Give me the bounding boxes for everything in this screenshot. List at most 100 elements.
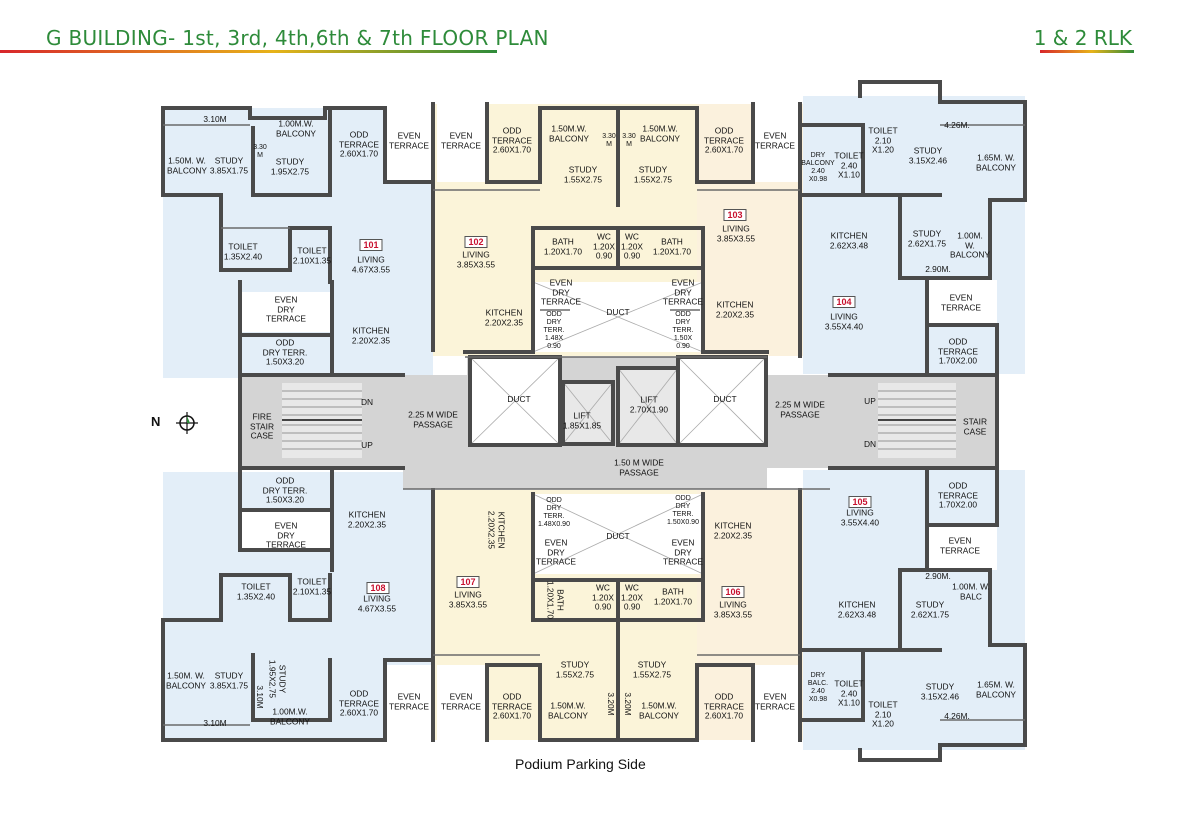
room-label: ODD DRY TERR. 1.50X0.90 (667, 495, 699, 526)
room-label: WC 1.20X 0.90 (593, 231, 615, 261)
room-label: LIVING 3.85X3.55 (713, 599, 753, 619)
room-label: STUDY 3.15X2.46 (920, 681, 960, 701)
room-label: WC 1.20X 0.90 (592, 582, 614, 612)
room-label: EVEN DRY TERRACE (662, 537, 704, 567)
room-label: ODD TERRACE 1.70X2.00 (937, 336, 979, 366)
room-label: KITCHEN 2.20X2.35 (715, 299, 755, 319)
room-label: BATH 1.20X1.70 (546, 580, 566, 620)
unit-number: 106 (721, 586, 745, 598)
room-label: EVEN DRY TERRACE (662, 277, 704, 307)
room-label: TOILET 2.10X1.35 (292, 576, 332, 596)
room-label: ODD DRY TERR. 1.50X 0.90 (672, 311, 694, 350)
thin-walls (163, 124, 1025, 726)
room-label: DUCT (507, 394, 531, 405)
room-label: EVEN DRY TERRACE (535, 537, 577, 567)
room-label: 3.10M (203, 718, 227, 729)
stair-treads (282, 390, 956, 450)
room-label: FIRE STAIR CASE (249, 411, 275, 441)
room-label: DUCT (606, 307, 630, 318)
room-label: KITCHEN 2.20X2.35 (713, 520, 753, 540)
room-label: STUDY 1.55X2.75 (632, 659, 672, 679)
room-label: 1.65M. W. BALCONY (975, 679, 1017, 699)
room-label: EVEN TERRACE (440, 691, 482, 711)
room-label: DN (863, 439, 877, 450)
room-label: TOILET 2.10 X1.20 (868, 125, 898, 155)
unit-number: 108 (366, 582, 390, 594)
unit-number: 107 (456, 576, 480, 588)
room-label: STUDY 3.15X2.46 (908, 145, 948, 165)
room-label: EVEN TERRACE (939, 535, 981, 555)
room-label: 3.30 M (602, 133, 616, 148)
room-label: STUDY 1.55X2.75 (563, 164, 603, 184)
room-label: EVEN TERRACE (754, 691, 796, 711)
room-label: ODD DRY TERR. 1.48X 0.90 (543, 311, 565, 350)
north-label: N (151, 414, 161, 429)
room-label: ODD TERRACE 2.60X1.70 (703, 691, 745, 721)
room-label: DN (360, 397, 374, 408)
room-label: STAIR CASE (962, 416, 988, 436)
compass-icon (176, 412, 198, 434)
duct-crosses (469, 281, 767, 575)
room-label: LIVING 3.85X3.55 (716, 223, 756, 243)
room-label: 1.50M.W. BALCONY (639, 123, 681, 143)
room-label: 1.00M. W. BALCONY (949, 230, 991, 260)
room-label: LIFT 2.70X1.90 (629, 394, 669, 414)
room-label: ODD TERRACE 2.60X1.70 (338, 129, 380, 159)
room-label: 3.20M (622, 692, 633, 716)
room-label: 1.50 M WIDE PASSAGE (614, 457, 664, 477)
room-label: LIVING 4.67X3.55 (351, 254, 391, 274)
room-label: EVEN TERRACE (754, 130, 796, 150)
room-label: STUDY 2.62X1.75 (907, 228, 947, 248)
room-label: 2.25 M WIDE PASSAGE (775, 399, 825, 419)
room-label: 3.30 M (253, 144, 267, 159)
unit-number: 101 (359, 239, 383, 251)
room-label: KITCHEN 2.62X3.48 (829, 230, 869, 250)
footer-caption: Podium Parking Side (515, 756, 646, 772)
walls (161, 80, 1027, 762)
room-label: KITCHEN 2.20X2.35 (487, 510, 507, 550)
room-label: DUCT (606, 531, 630, 542)
room-label: BATH 1.20X1.70 (543, 236, 583, 256)
unit-number: 103 (723, 209, 747, 221)
room-label: TOILET 2.40 X1.10 (834, 150, 864, 180)
room-label: STUDY 2.62X1.75 (910, 599, 950, 619)
room-label: KITCHEN 2.62X3.48 (837, 599, 877, 619)
room-label: EVEN TERRACE (388, 691, 430, 711)
room-label: ODD DRY TERR. 1.48X0.90 (538, 497, 570, 528)
room-label: TOILET 2.10X1.35 (292, 245, 332, 265)
room-label: EVEN TERRACE (940, 292, 982, 312)
config-underline (1040, 50, 1134, 53)
room-label: EVEN DRY TERRACE (540, 277, 582, 307)
room-label: STUDY 3.85X1.75 (209, 155, 249, 175)
room-label: 1.50M. W. BALCONY (166, 155, 208, 175)
room-label: ODD TERRACE 2.60X1.70 (338, 688, 380, 718)
room-label: 1.50M. W. BALCONY (165, 670, 207, 690)
room-label: KITCHEN 2.20X2.35 (347, 509, 387, 529)
room-label: 3.30 M (622, 133, 636, 148)
room-label: LIVING 3.55X4.40 (840, 507, 880, 527)
room-label: DUCT (713, 394, 737, 405)
room-label: ODD TERRACE 2.60X1.70 (703, 125, 745, 155)
room-label: LIVING 3.55X4.40 (824, 311, 864, 331)
room-label: BATH 1.20X1.70 (652, 236, 692, 256)
room-label: ODD DRY TERR. 1.50X3.20 (262, 337, 308, 367)
room-label: 4.26M. (944, 120, 970, 131)
unit-number: 105 (848, 496, 872, 508)
room-label: 1.00M.W. BALCONY (275, 118, 317, 138)
room-label: TOILET 2.40 X1.10 (834, 678, 864, 708)
room-label: LIVING 3.85X3.55 (456, 249, 496, 269)
room-label: TOILET 2.10 X1.20 (868, 699, 898, 729)
room-label: UP (361, 440, 373, 451)
unit-config-label: 1 & 2 RLK (1033, 26, 1132, 50)
room-label: 3.10M (203, 114, 227, 125)
room-label: 2.25 M WIDE PASSAGE (408, 409, 458, 429)
room-label: ODD TERRACE 2.60X1.70 (491, 691, 533, 721)
room-label: 1.50M.W. BALCONY (547, 700, 589, 720)
room-label: 1.00M. W. BALC (952, 581, 990, 601)
room-label: KITCHEN 2.20X2.35 (351, 325, 391, 345)
room-label: 2.90M. (925, 571, 951, 582)
room-label: EVEN DRY TERRACE (265, 294, 307, 324)
room-label: 3.20M (605, 692, 616, 716)
room-label: EVEN DRY TERRACE (265, 520, 307, 550)
